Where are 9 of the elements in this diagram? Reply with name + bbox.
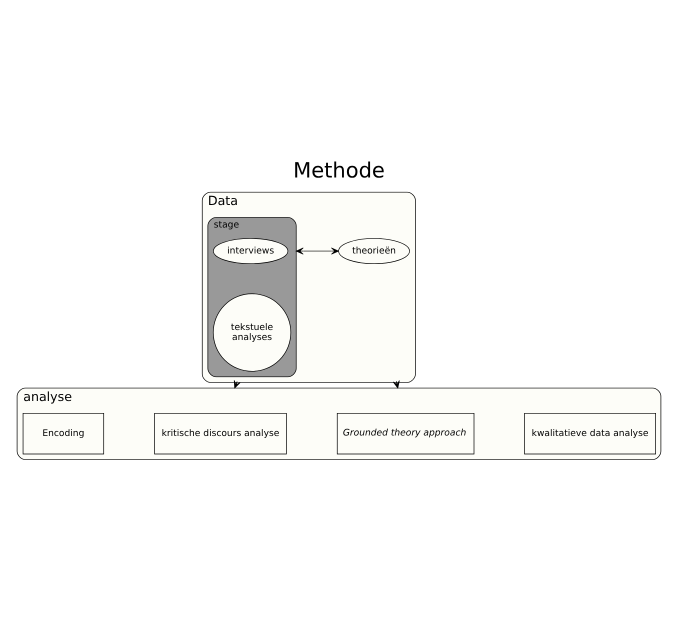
node-ellipse: theorieën <box>338 238 410 264</box>
node-box: Encoding <box>22 412 104 454</box>
node-ellipse: interviews <box>213 238 288 264</box>
node-circle: tekstuele analyses <box>212 293 292 372</box>
node-box: Grounded theory approach <box>336 412 474 454</box>
diagram-title: Methode <box>293 157 385 182</box>
arrow <box>296 248 339 255</box>
node-box: kritische discours analyse <box>154 412 287 454</box>
node-box: kwalitatieve data analyse <box>524 412 656 454</box>
